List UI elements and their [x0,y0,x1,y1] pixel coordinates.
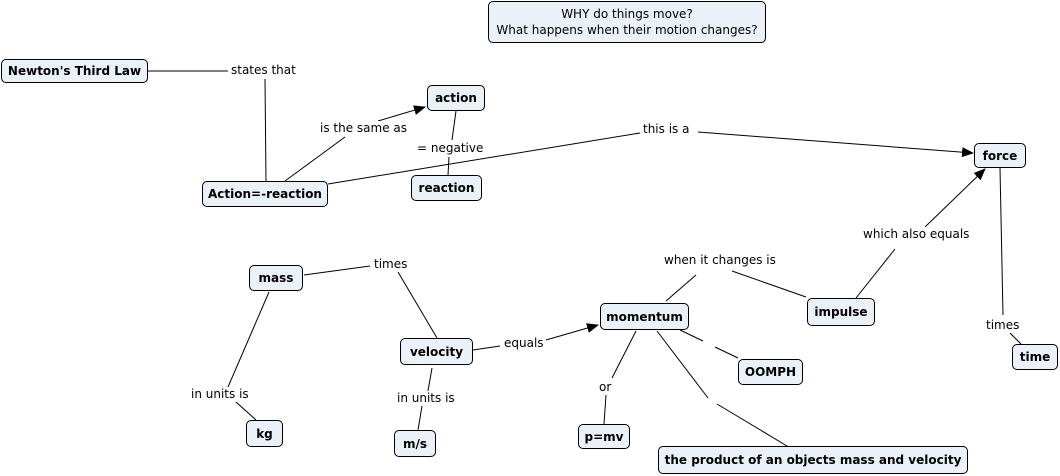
connector-actionreaction-thisisa [327,132,641,185]
node-reaction[interactable]: reaction [411,175,482,201]
connector-states-actionreaction [264,78,267,183]
connector-when-impulse [731,270,807,298]
connector-momentum-oomph-a [679,329,704,342]
node-force[interactable]: force [974,143,1026,168]
connector-velocity-equals [472,345,501,351]
connector-force-times [999,167,1004,316]
node-product-definition[interactable]: the product of an objects mass and veloc… [658,446,968,474]
node-kg[interactable]: kg [246,420,283,447]
node-action-reaction[interactable]: Action=-reaction [202,181,328,207]
connector-times-velocity [397,271,438,339]
connector-momentum-product-b [716,403,788,447]
connector-same-action [377,105,426,122]
connector-actionreaction-same [284,136,346,182]
link-this-is-a: this is a [641,122,692,137]
connector-mass-units [227,291,270,388]
link-times-mass: times [372,257,410,272]
node-time[interactable]: time [1012,344,1058,370]
connector-equals-momentum [545,323,599,341]
link-times-time: times [984,318,1022,333]
node-p-equals-mv[interactable]: p=mv [578,424,630,449]
node-m-per-s[interactable]: m/s [394,430,436,457]
connector-momentum-product-a [656,330,709,399]
title-line-2: What happens when their motion changes? [496,23,758,37]
connector-mass-times [303,265,371,276]
connector-momentum-oomph-b [714,346,739,359]
node-action[interactable]: action [427,85,485,111]
title-box: WHY do things move? What happens when th… [488,1,766,43]
connector-units-ms [417,405,423,431]
link-equals-negative: = negative [415,141,486,156]
node-oomph[interactable]: OOMPH [738,359,803,385]
connector-momentum-or [611,330,637,379]
connector-momentum-when [665,274,697,302]
link-states-that: states that [229,63,298,78]
connector-impulse-which [855,248,896,299]
link-equals: equals [502,336,546,351]
link-which-also-equals: which also equals [861,227,972,242]
link-in-units-ms: in units is [395,391,457,406]
link-in-units-kg: in units is [189,387,251,402]
link-when-it-changes: when it changes is [662,253,778,268]
link-is-the-same-as: is the same as [318,121,410,136]
link-or: or [597,380,614,395]
connector-velocity-units [427,367,433,392]
connector-negative-reaction [447,156,450,176]
node-momentum[interactable]: momentum [600,303,689,330]
connector-or-pmv [603,394,607,425]
connector-thisisa-force [697,131,974,158]
node-newtons-third-law[interactable]: Newton's Third Law [1,59,148,83]
connector-action-negative [451,110,457,141]
connector-units-kg [235,401,257,421]
node-impulse[interactable]: impulse [807,298,875,326]
node-mass[interactable]: mass [249,265,303,291]
node-velocity[interactable]: velocity [400,338,473,365]
title-line-1: WHY do things move? [561,7,693,21]
connector-times-time [1009,332,1022,345]
connector-which-force [924,168,986,228]
